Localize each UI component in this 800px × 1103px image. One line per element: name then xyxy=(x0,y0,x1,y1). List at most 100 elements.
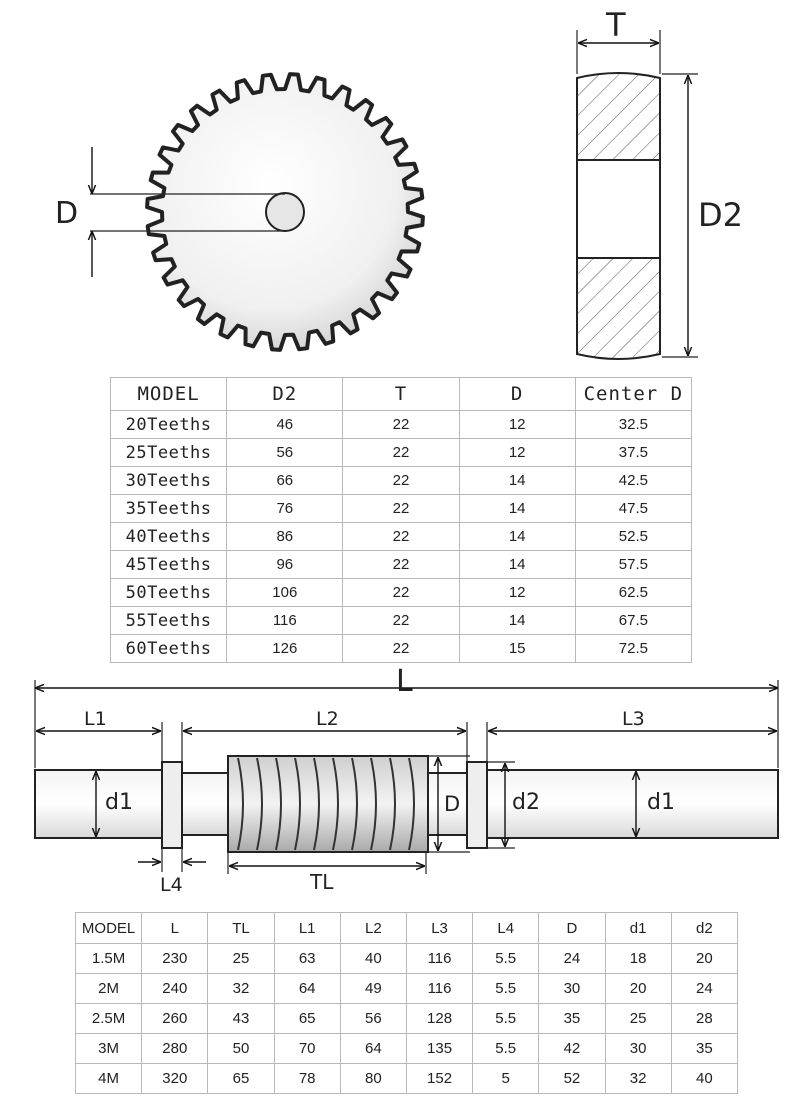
table-cell: 45Teeths xyxy=(109,550,228,579)
table-cell: 14 xyxy=(458,522,576,551)
table-cell: 2M xyxy=(74,973,143,1004)
thread-ridge xyxy=(275,757,282,851)
table-cell: 43 xyxy=(207,1003,275,1034)
table-cell: 135 xyxy=(405,1033,474,1064)
table-cell: 25 xyxy=(604,1003,672,1034)
thickness-label: T xyxy=(606,6,626,44)
table-cell: 22 xyxy=(342,606,460,635)
table-cell: 4M xyxy=(74,1063,143,1094)
left-collar xyxy=(161,761,183,849)
table-cell: 35 xyxy=(670,1033,739,1064)
table-cell: 35Teeths xyxy=(109,494,228,523)
table-cell: 70 xyxy=(273,1033,341,1064)
worm-shaft-drawing xyxy=(34,680,779,874)
table-cell: 15 xyxy=(458,634,576,663)
table-cell: 14 xyxy=(458,494,576,523)
table-cell: 40Teeths xyxy=(109,522,228,551)
table-cell: 65 xyxy=(273,1003,341,1034)
table-cell: 280 xyxy=(141,1033,209,1064)
thread-ridge xyxy=(408,757,415,851)
thread-ridge xyxy=(332,757,339,851)
table-cell: 260 xyxy=(141,1003,209,1034)
table-cell: 12 xyxy=(458,578,576,607)
d1-left-label: d1 xyxy=(105,790,133,815)
table-cell: 62.5 xyxy=(574,578,693,607)
l3-label: L3 xyxy=(622,708,645,730)
table-cell: 66 xyxy=(226,466,344,495)
table-cell: 5.5 xyxy=(472,943,540,974)
column-header: L xyxy=(141,912,209,944)
table-cell: 128 xyxy=(405,1003,474,1034)
table-cell: 46 xyxy=(226,410,344,439)
column-header: d2 xyxy=(670,912,739,944)
table-cell: 14 xyxy=(458,550,576,579)
table-cell: 5.5 xyxy=(472,973,540,1004)
table-cell: 40 xyxy=(339,943,407,974)
column-header: Center D xyxy=(574,377,693,411)
table-cell: 106 xyxy=(226,578,344,607)
table-cell: 52 xyxy=(538,1063,606,1094)
thread-ridge xyxy=(237,757,244,851)
table-cell: 22 xyxy=(342,578,460,607)
gear-bore-hole xyxy=(265,192,305,232)
thread-ridge xyxy=(389,757,396,851)
l2-label: L2 xyxy=(316,708,339,730)
table-cell: 55Teeths xyxy=(109,606,228,635)
table-cell: 22 xyxy=(342,410,460,439)
table-cell: 67.5 xyxy=(574,606,693,635)
table-cell: 22 xyxy=(342,522,460,551)
table-cell: 14 xyxy=(458,606,576,635)
table-cell: 37.5 xyxy=(574,438,693,467)
table-cell: 5.5 xyxy=(472,1003,540,1034)
table-cell: 22 xyxy=(342,494,460,523)
table-cell: 42 xyxy=(538,1033,606,1064)
table-cell: 78 xyxy=(273,1063,341,1094)
column-header: L4 xyxy=(472,912,540,944)
worm-gear-front-view xyxy=(90,72,425,352)
table-cell: 320 xyxy=(141,1063,209,1094)
table-cell: 116 xyxy=(405,943,474,974)
table-cell: 80 xyxy=(339,1063,407,1094)
table-cell: 3M xyxy=(74,1033,143,1064)
table-cell: 24 xyxy=(670,973,739,1004)
table-cell: 60Teeths xyxy=(109,634,228,663)
column-header: D xyxy=(458,377,576,411)
table-cell: 126 xyxy=(226,634,344,663)
thread-ridge xyxy=(351,757,358,851)
table-cell: 40 xyxy=(670,1063,739,1094)
column-header: L3 xyxy=(405,912,474,944)
table-cell: 76 xyxy=(226,494,344,523)
table-cell: 22 xyxy=(342,438,460,467)
table-cell: 25 xyxy=(207,943,275,974)
table-cell: 47.5 xyxy=(574,494,693,523)
table-cell: 86 xyxy=(226,522,344,551)
table-cell: 32 xyxy=(604,1063,672,1094)
table-cell: 116 xyxy=(226,606,344,635)
collar-diameter-label: d2 xyxy=(512,790,540,815)
bore-label: D xyxy=(55,196,79,231)
table-cell: 30 xyxy=(538,973,606,1004)
thread-ridge xyxy=(256,757,263,851)
table-cell: 5.5 xyxy=(472,1033,540,1064)
table-cell: 230 xyxy=(141,943,209,974)
thread-ridge xyxy=(313,757,320,851)
table-cell: 20 xyxy=(604,973,672,1004)
table-cell: 72.5 xyxy=(574,634,693,663)
table-cell: 25Teeths xyxy=(109,438,228,467)
table-cell: 42.5 xyxy=(574,466,693,495)
table-cell: 64 xyxy=(339,1033,407,1064)
column-header: D2 xyxy=(226,377,344,411)
